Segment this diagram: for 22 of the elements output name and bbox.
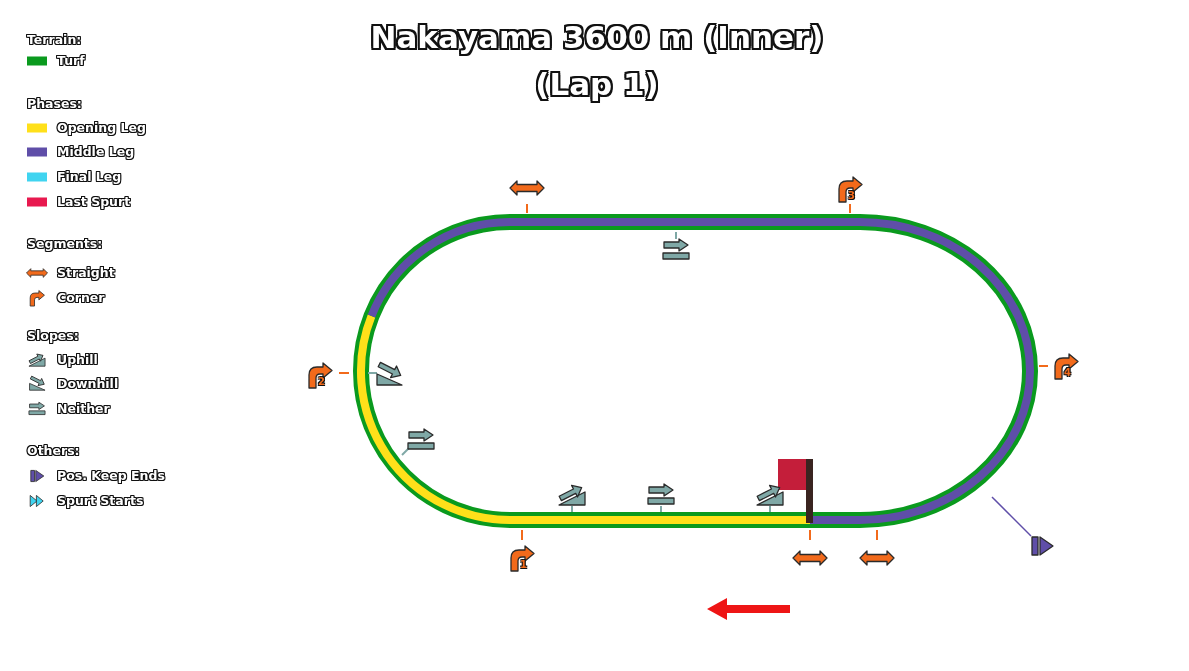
legend-heading: Terrain:	[27, 32, 82, 48]
legend-label: Pos. Keep Ends	[57, 468, 165, 484]
legend-label: Spurt Starts	[57, 493, 144, 509]
corner-number: 1	[520, 559, 527, 570]
legend-label: Middle Leg	[57, 144, 135, 160]
corner-number: 2	[318, 376, 325, 387]
legend-heading: Segments:	[27, 236, 103, 252]
corner-number: 4	[1064, 367, 1071, 378]
legend-heading: Phases:	[27, 96, 82, 112]
legend-label: Downhill	[57, 376, 119, 392]
legend-heading: Slopes:	[27, 328, 79, 344]
legend-heading: Others:	[27, 443, 80, 459]
legend-label: Turf	[57, 53, 85, 69]
corner-number: 3	[848, 190, 855, 201]
legend-label: Opening Leg	[57, 120, 146, 136]
legend-label: Final Leg	[57, 169, 122, 185]
title: Nakayama 3600 m (Inner) (Lap 1)	[369, 18, 825, 105]
legend-label: Neither	[57, 401, 110, 417]
legend-label: Corner	[57, 290, 105, 306]
legend-label: Last Spurt	[57, 194, 131, 210]
legend-label: Uphill	[57, 352, 98, 368]
legend-label: Straight	[57, 265, 115, 281]
